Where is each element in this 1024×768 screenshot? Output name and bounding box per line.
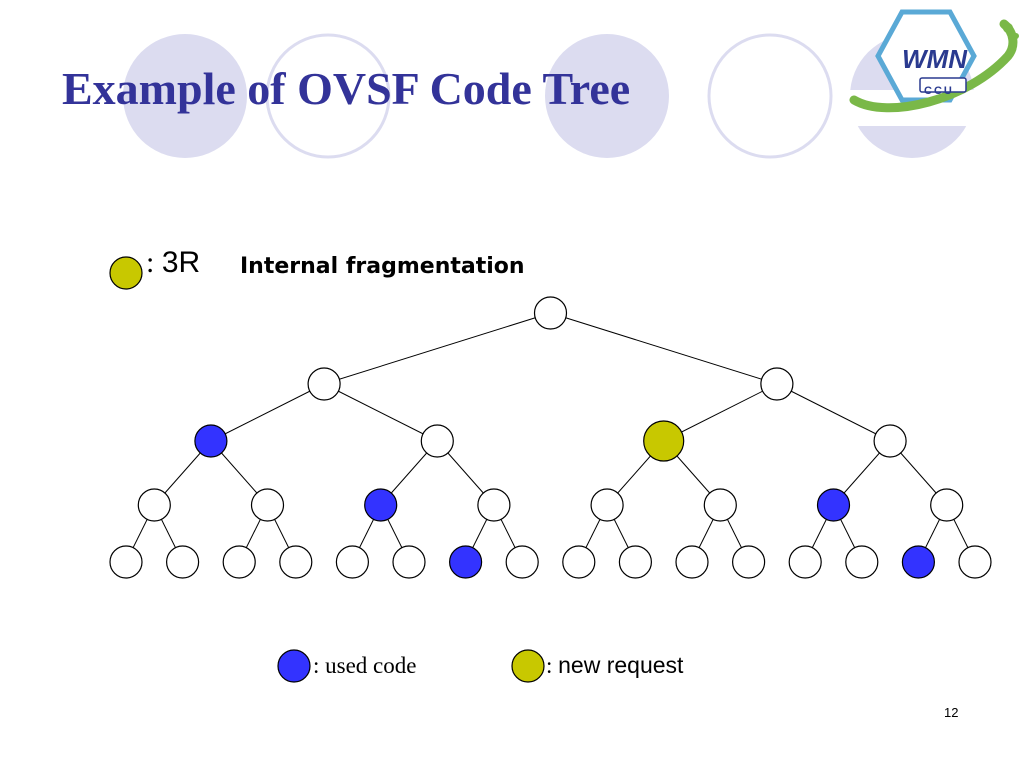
tree-edge — [323, 312, 551, 385]
tree-node-free-l1-0 — [307, 367, 341, 401]
header-emphasis: Internal fragmentation — [240, 254, 525, 279]
tree-node-used-l2-0 — [194, 424, 228, 458]
tree-node-free-l4-15 — [958, 545, 992, 579]
tree-node-free-l4-10 — [675, 545, 709, 579]
tree-edges — [125, 312, 976, 563]
tree-edge — [323, 383, 438, 442]
logo-text: WMN — [902, 44, 967, 74]
tree-node-free-l3-1 — [250, 488, 285, 522]
tree-node-used-l3-2 — [364, 488, 398, 522]
tree-node-free-l3-0 — [137, 488, 171, 522]
tree-node-free-l2-1 — [420, 424, 454, 458]
tree-node-free-l4-0 — [109, 545, 143, 579]
tree-node-free-l1-1 — [760, 367, 794, 401]
tree-node-free-l4-3 — [279, 545, 313, 579]
decor-circle-4 — [707, 33, 833, 159]
tree-node-free-l4-9 — [618, 545, 653, 579]
wmn-logo — [848, 9, 1024, 126]
tree-node-new-l2-2 — [643, 420, 685, 462]
legend-used-label: : used code — [313, 653, 417, 678]
legend-new-text: new request — [558, 652, 684, 678]
tree-node-free-l3-4 — [590, 488, 624, 522]
tree-node-free-l4-8 — [562, 545, 596, 579]
tree-node-free-l4-2 — [222, 545, 256, 579]
header-note: : 3R — [146, 246, 201, 279]
tree-node-used-l3-6 — [816, 488, 851, 522]
tree-node-free-l4-5 — [392, 545, 426, 579]
tree-node-used-l4-6 — [449, 545, 483, 579]
tree-edge — [210, 383, 325, 442]
new-request-marker — [109, 256, 143, 290]
decor-circle-3 — [545, 34, 669, 158]
tree-edge — [663, 383, 778, 442]
page-number: 12 — [944, 705, 959, 720]
tree-node-free-l4-4 — [335, 545, 369, 579]
tree-nodes — [109, 296, 992, 579]
decor-circle-2 — [265, 33, 391, 159]
legend-new-marker — [511, 649, 545, 683]
slide-title: Example of OVSF Code Tree — [62, 63, 631, 114]
tree-node-free-l4-12 — [788, 545, 822, 579]
tree-node-free-l3-3 — [477, 488, 511, 522]
tree-node-free-l3-7 — [930, 488, 964, 522]
tree-node-free-l4-7 — [505, 545, 539, 579]
tree-edge — [550, 312, 778, 385]
logo-subtext: CCU — [924, 85, 954, 97]
tree-node-free-l0-0 — [533, 296, 568, 330]
decor-circle-1 — [123, 34, 247, 158]
tree-node-free-l4-13 — [845, 545, 879, 579]
tree-node-used-l4-14 — [901, 545, 936, 579]
tree-node-free-l2-3 — [873, 424, 907, 458]
header-note-symbol: 3R — [161, 246, 201, 279]
tree-node-free-l4-1 — [166, 545, 200, 579]
tree-node-free-l4-11 — [731, 545, 766, 579]
legend-new-label: : new request — [546, 652, 684, 678]
legend-used-marker — [277, 649, 311, 683]
tree-node-free-l3-5 — [703, 488, 737, 522]
tree-edge — [776, 383, 891, 442]
